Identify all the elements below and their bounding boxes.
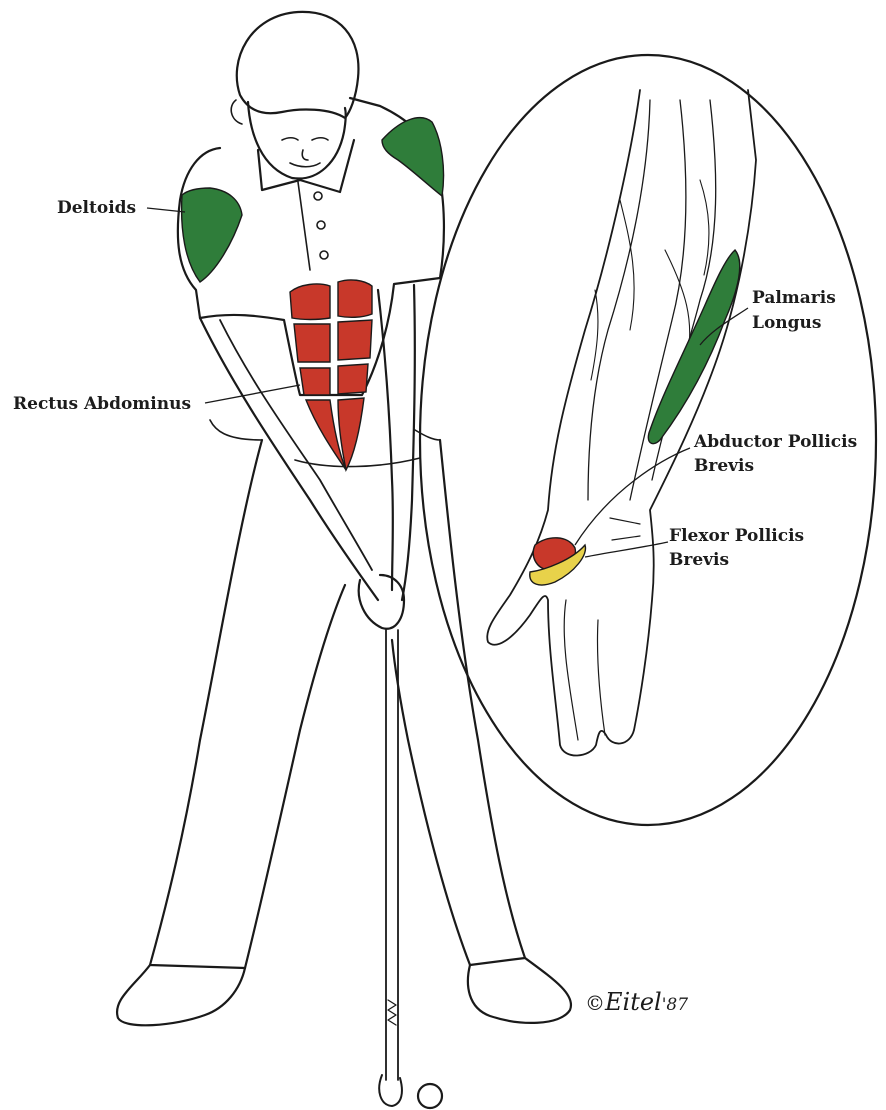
label-palmaris-line2: Longus	[752, 313, 821, 334]
label-palmaris-line1: Palmaris	[752, 288, 836, 309]
rectus-abdominus-muscle	[290, 280, 372, 470]
golfer-right-shoe	[468, 958, 571, 1023]
label-abductor-line1: Abductor Pollicis	[694, 432, 857, 453]
forearm-detail	[487, 90, 756, 756]
palmaris-longus-muscle	[648, 250, 739, 444]
golfer-hair	[237, 12, 359, 118]
label-flexor-line1: Flexor Pollicis	[669, 526, 804, 547]
signature-copyright: ©	[585, 991, 605, 1015]
golfer-figure	[117, 12, 571, 1108]
label-rectus-abdominus: Rectus Abdominus	[13, 394, 191, 415]
deltoid-left-muscle	[182, 188, 242, 282]
signature-year: '87	[662, 995, 688, 1015]
golfer-pants	[150, 440, 345, 968]
golfer-left-shoe	[117, 965, 245, 1025]
label-flexor-line2: Brevis	[669, 550, 729, 571]
label-abductor-line2: Brevis	[694, 456, 754, 477]
muscle-highlights	[182, 118, 740, 585]
deltoid-right-muscle	[382, 118, 444, 196]
signature-name: Eitel	[605, 988, 662, 1016]
golf-ball	[418, 1084, 442, 1108]
artist-signature: ©Eitel'87	[585, 988, 688, 1016]
label-deltoids: Deltoids	[57, 198, 136, 219]
